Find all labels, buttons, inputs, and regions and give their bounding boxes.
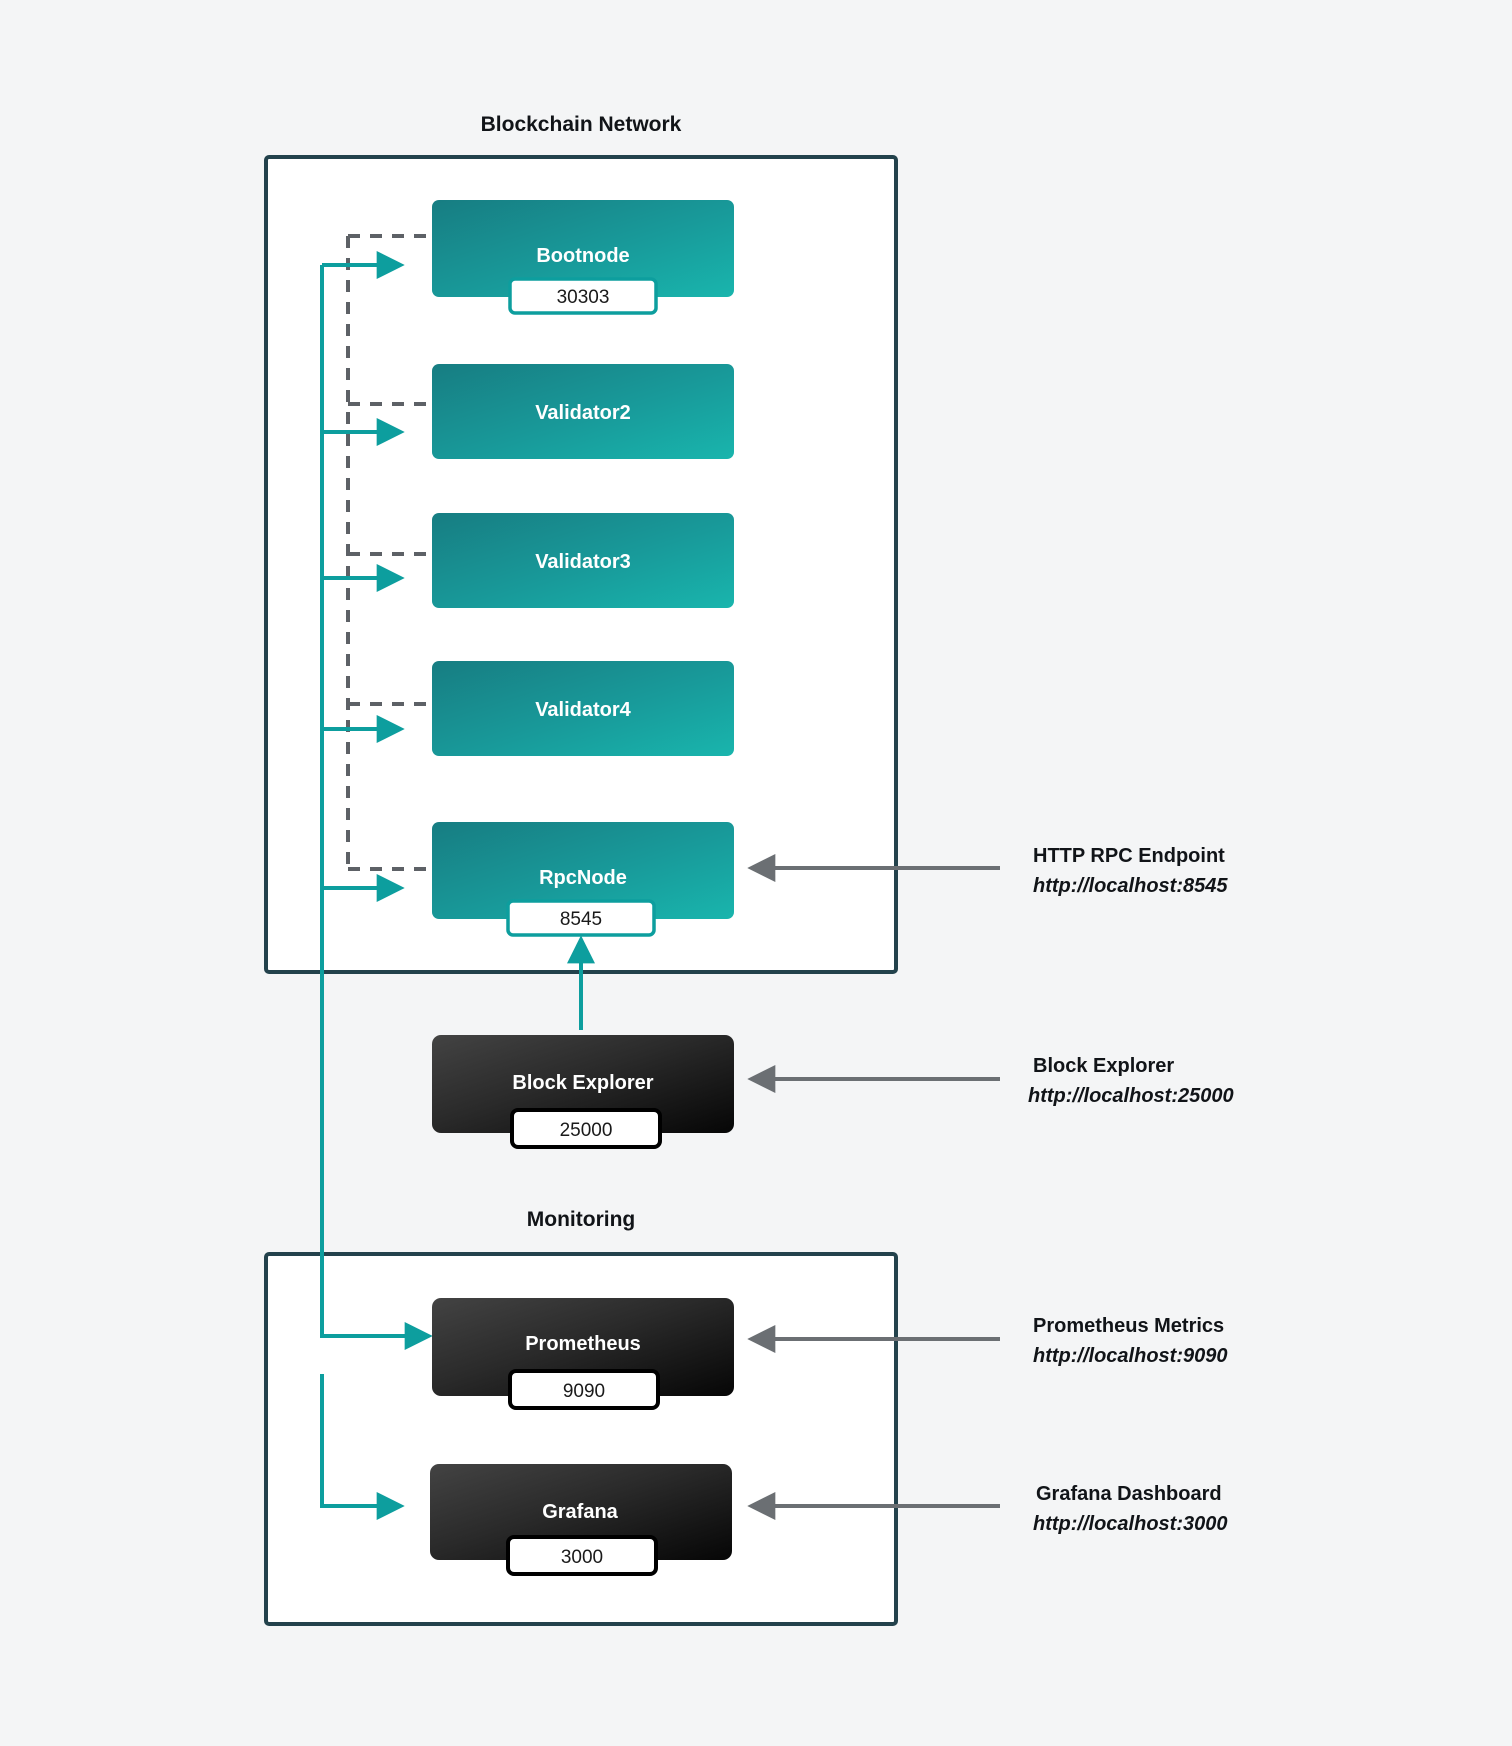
node-validator3[interactable]: Validator3 <box>432 513 734 608</box>
node-block-explorer-port-text: 25000 <box>560 1120 613 1141</box>
node-grafana-port-badge <box>506 1535 658 1576</box>
node-validator4-box[interactable] <box>432 661 734 756</box>
node-rpcnode[interactable]: RpcNode 8545 <box>432 822 734 937</box>
node-grafana-label: Grafana <box>542 1501 618 1523</box>
node-block-explorer-port-badge <box>510 1108 662 1149</box>
node-validator2-box[interactable] <box>432 364 734 459</box>
node-validator2[interactable]: Validator2 <box>432 364 734 459</box>
teal-bus-to-prometheus[interactable] <box>320 265 433 1350</box>
node-bootnode-port-text: 30303 <box>557 287 610 308</box>
node-bootnode-label: Bootnode <box>536 245 629 267</box>
node-validator4[interactable]: Validator4 <box>432 661 734 756</box>
node-block-explorer[interactable]: Block Explorer 25000 <box>432 1035 734 1149</box>
node-bootnode[interactable]: Bootnode 30303 <box>432 200 734 315</box>
annotation-block-explorer: Block Explorer http://localhost:25000 <box>747 1055 1234 1107</box>
node-grafana[interactable]: Grafana 3000 <box>430 1464 732 1576</box>
node-grafana-box[interactable] <box>430 1464 732 1560</box>
node-rpcnode-port-text: 8545 <box>560 909 602 930</box>
node-validator3-box[interactable] <box>432 513 734 608</box>
annotation-rpc-endpoint-url: http://localhost:8545 <box>1033 875 1228 897</box>
node-block-explorer-label: Block Explorer <box>512 1072 653 1094</box>
annotation-prometheus-metrics-title: Prometheus Metrics <box>1033 1315 1224 1337</box>
node-prometheus-port-text: 9090 <box>563 1381 605 1402</box>
node-block-explorer-box[interactable] <box>432 1035 734 1133</box>
monitoring-title: Monitoring <box>527 1208 635 1231</box>
node-validator4-label: Validator4 <box>535 699 631 721</box>
node-rpcnode-box[interactable] <box>432 822 734 919</box>
node-bootnode-port-badge <box>508 277 658 315</box>
node-prometheus[interactable]: Prometheus 9090 <box>432 1298 734 1410</box>
annotation-rpc-endpoint-title: HTTP RPC Endpoint <box>1033 845 1225 867</box>
node-grafana-port-text: 3000 <box>561 1547 603 1568</box>
teal-edge-prometheus-to-grafana[interactable] <box>320 1374 405 1520</box>
node-prometheus-port-badge <box>508 1369 660 1410</box>
annotation-block-explorer-title: Block Explorer <box>1033 1055 1174 1077</box>
node-prometheus-box[interactable] <box>432 1298 734 1396</box>
node-prometheus-label: Prometheus <box>525 1333 641 1355</box>
node-validator2-label: Validator2 <box>535 402 631 424</box>
annotation-block-explorer-url: http://localhost:25000 <box>1028 1085 1234 1107</box>
annotation-prometheus-metrics: Prometheus Metrics http://localhost:9090 <box>747 1315 1227 1367</box>
annotation-grafana-dashboard: Grafana Dashboard http://localhost:3000 <box>747 1483 1227 1535</box>
annotation-grafana-dashboard-title: Grafana Dashboard <box>1036 1483 1222 1505</box>
node-rpcnode-label: RpcNode <box>539 867 627 889</box>
node-validator3-label: Validator3 <box>535 551 631 573</box>
node-rpcnode-port-badge <box>506 899 656 937</box>
node-bootnode-box[interactable] <box>432 200 734 297</box>
blockchain-network-title: Blockchain Network <box>481 113 682 136</box>
annotation-prometheus-metrics-url: http://localhost:9090 <box>1033 1345 1227 1367</box>
annotation-grafana-dashboard-url: http://localhost:3000 <box>1033 1513 1227 1535</box>
annotation-rpc-endpoint: HTTP RPC Endpoint http://localhost:8545 <box>747 845 1228 897</box>
